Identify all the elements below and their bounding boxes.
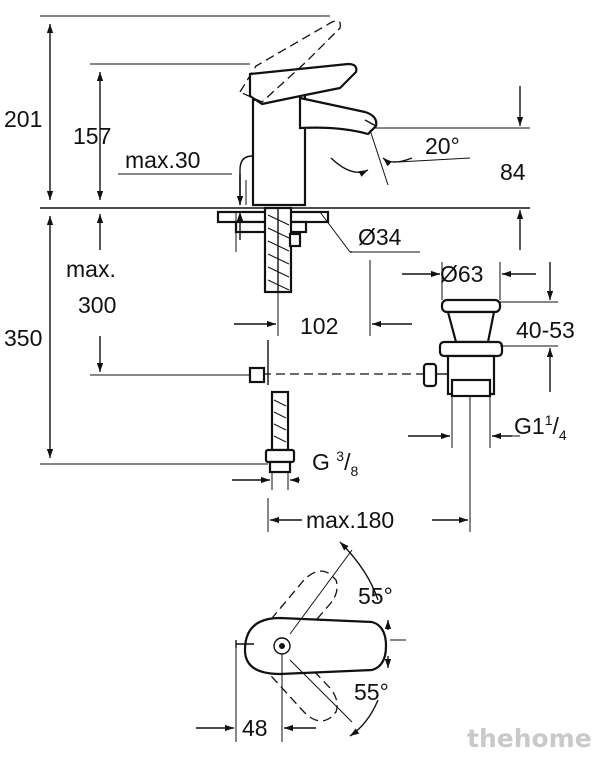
pop-up-waste bbox=[248, 298, 504, 398]
dim-spout-height: 157 bbox=[73, 123, 111, 149]
dim-angle-top: 55° bbox=[358, 583, 393, 609]
dim-max-300: 300 bbox=[78, 292, 116, 318]
dim-max-30: max.30 bbox=[125, 147, 200, 173]
faucet-top-view bbox=[196, 541, 406, 742]
dim-waste-range: 40-53 bbox=[516, 317, 575, 343]
dim-angle-20: 20° bbox=[425, 133, 460, 159]
dim-hole-diameter: Ø34 bbox=[358, 224, 402, 250]
dim-total-height: 201 bbox=[4, 106, 42, 132]
dim-lever-48: 48 bbox=[242, 715, 268, 741]
faucet-side-view bbox=[239, 20, 378, 207]
dim-supply-thread: G 3/8 bbox=[312, 448, 358, 479]
dim-under-height: 350 bbox=[4, 325, 42, 351]
dimension-lines bbox=[40, 15, 558, 532]
mounting-assembly bbox=[216, 206, 330, 294]
dim-offset-102: 102 bbox=[300, 313, 338, 339]
dim-max-180: max.180 bbox=[306, 507, 394, 533]
watermark-logo: thehome bbox=[467, 724, 592, 753]
dim-outlet-height: 84 bbox=[500, 159, 526, 185]
dim-max-label: max. bbox=[66, 256, 116, 282]
supply-hose bbox=[264, 390, 296, 474]
dim-angle-bottom: 55° bbox=[354, 679, 389, 705]
dim-waste-thread: G11/4 bbox=[514, 412, 567, 443]
dim-waste-diameter: Ø63 bbox=[440, 261, 483, 287]
